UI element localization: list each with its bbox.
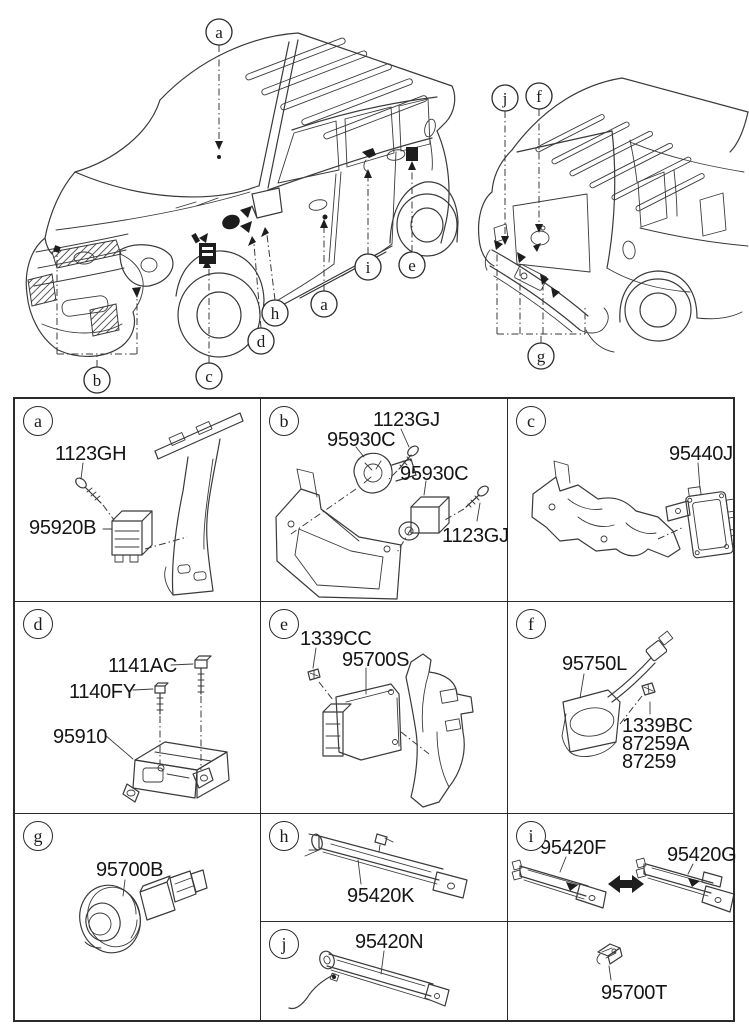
callout-a-roof: a (205, 18, 233, 46)
cell-t-illustration (596, 943, 623, 981)
parts-cell-95700t: 95700T (508, 922, 733, 1020)
part-label: 87259A (622, 733, 690, 755)
svg-text:e: e (408, 256, 416, 275)
part-label: 95420N (355, 931, 424, 953)
callout-h-mirror: h (261, 299, 289, 327)
rear-vehicle-illustration: j f g (477, 77, 749, 370)
svg-text:b: b (93, 371, 102, 390)
part-label: 1123GJ (442, 525, 509, 547)
part-label: 1123GH (55, 443, 127, 465)
callout-a-door: a (310, 290, 338, 318)
part-label: 95930C (400, 463, 469, 485)
cell-letter-g: g (23, 821, 53, 851)
cell-c-illustration (531, 460, 733, 559)
svg-text:j: j (502, 89, 508, 108)
part-label: 95700B (96, 859, 164, 881)
cell-a-illustration (75, 412, 244, 596)
cell-letter-j: j (269, 929, 299, 959)
svg-text:d: d (257, 332, 266, 351)
svg-text:a: a (215, 23, 223, 42)
part-label: 95700S (342, 649, 410, 671)
cell-letter-c: c (516, 406, 546, 436)
cell-letter-a: a (23, 406, 53, 436)
part-label: 87259 (622, 751, 677, 773)
cell-j-illustration (288, 950, 450, 1010)
cell-letter-h: h (269, 821, 299, 851)
part-label: 95920B (29, 517, 97, 539)
parts-cell-e: e 1339CC 95700S (261, 602, 508, 814)
rear-roof-ribs (535, 114, 705, 212)
parts-grid: a 1123GH 95920B b (13, 397, 737, 1022)
cell-e-illustration (307, 647, 474, 808)
svg-text:i: i (366, 258, 371, 277)
cell-letter-b: b (269, 406, 299, 436)
parts-cell-j: j 95420N (261, 922, 508, 1020)
svg-text:c: c (205, 367, 213, 386)
cell-letter-d: d (23, 609, 53, 639)
callout-d-cowl: d (247, 327, 275, 355)
part-label: 95420F (540, 837, 607, 859)
parts-cell-c: c 95440J (508, 399, 733, 602)
callout-f-tailgate: f (525, 82, 553, 110)
part-label: 1141AC (108, 655, 177, 677)
part-label: 1140FY (69, 681, 136, 703)
callout-c-fender: c (195, 362, 223, 390)
svg-text:a: a (320, 295, 328, 314)
part-label: 95440J (669, 443, 733, 465)
parts-cell-b: b 95930C 1123GJ 95930C 1123GJ (261, 399, 509, 602)
svg-text:h: h (271, 304, 280, 323)
svg-text:f: f (536, 87, 542, 106)
cell-letter-f: f (516, 609, 546, 639)
part-label: 1339CC (300, 628, 372, 650)
part-label: 95420G (667, 844, 737, 866)
parts-cell-d: d 1141AC 1140FY 95910 (15, 602, 261, 814)
part-label: 1123GJ (373, 409, 440, 431)
part-label: 95750L (562, 653, 627, 675)
vehicle-location-illustrations: a b c d h a i e (25, 18, 749, 394)
callout-g-rear-bumper: g (527, 342, 555, 370)
parts-cell-a: a 1123GH 95920B (15, 399, 261, 602)
cell-i-illustration (511, 856, 733, 913)
cell-b-illustration (275, 428, 489, 600)
part-label: 95910 (53, 726, 108, 748)
parts-cell-i: i 95420F 95420G (508, 814, 737, 922)
part-label: 95930C (327, 429, 396, 451)
parts-cell-f: f 95750L 1339BC 87259A 87259 (508, 602, 733, 814)
part-label: 95420K (347, 885, 415, 907)
mirror-sensor-mark (222, 214, 240, 230)
cell-g-illustration (79, 869, 208, 954)
front-vehicle-illustration: a b c d h a i e (25, 18, 459, 394)
parts-cell-g: g 95700B (15, 814, 261, 1020)
part-label: 1339BC (622, 715, 693, 737)
cell-letter-e: e (269, 609, 299, 639)
part-label: 95700T (601, 982, 668, 1004)
svg-text:g: g (537, 347, 546, 366)
callout-i-rear-door: i (354, 253, 382, 281)
fender-relay-mark (191, 233, 216, 264)
cell-f-illustration (561, 630, 674, 758)
callout-e-quarter: e (398, 251, 426, 279)
cell-h-illustration (304, 833, 468, 899)
callout-j-bumper-end: j (491, 84, 519, 112)
parts-cell-h: h 95420K (261, 814, 508, 922)
front-roof-ribs (245, 37, 428, 140)
callout-b-front-bumper: b (83, 366, 111, 394)
cell-d-illustration (104, 655, 230, 803)
cell-letter-i: i (516, 821, 546, 851)
